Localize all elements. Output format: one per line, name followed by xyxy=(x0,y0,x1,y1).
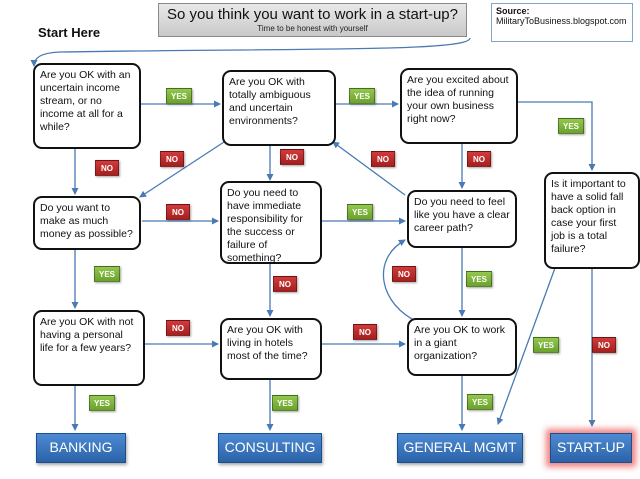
yes-tag: YES xyxy=(467,394,493,410)
yes-tag: YES xyxy=(466,271,492,287)
yes-tag: YES xyxy=(347,204,373,220)
outcome-general-mgmt: GENERAL MGMT xyxy=(397,433,523,463)
no-tag: NO xyxy=(392,266,416,282)
outcome-banking: BANKING xyxy=(36,433,126,463)
question-responsibility: Do you need to have immediate responsibi… xyxy=(220,181,322,264)
arrow-q6-q2 xyxy=(332,141,406,196)
outcome-consulting: CONSULTING xyxy=(218,433,322,463)
arrow-q3-q7 xyxy=(518,101,596,171)
start-here-label: Start Here xyxy=(38,25,101,40)
title-banner: So you think you want to work in a start… xyxy=(158,3,467,37)
no-tag: NO xyxy=(371,151,395,167)
no-tag: NO xyxy=(467,151,491,167)
yes-tag: YES xyxy=(272,395,298,411)
arrow-q10-q6 xyxy=(382,239,419,323)
page-subtitle: Time to be honest with yourself xyxy=(257,24,368,33)
question-money: Do you want to make as much money as pos… xyxy=(33,196,141,250)
no-tag: NO xyxy=(160,151,184,167)
yes-tag: YES xyxy=(558,118,584,134)
outcome-startup: START-UP xyxy=(550,433,632,463)
no-tag: NO xyxy=(273,276,297,292)
arrow-q2-q4 xyxy=(139,141,225,198)
question-fallback: Is it important to have a solid fall bac… xyxy=(544,172,640,269)
source-box: Source: MilitaryToBusiness.blogspot.com xyxy=(491,3,633,42)
question-income: Are you OK with an uncertain income stre… xyxy=(33,63,141,149)
yes-tag: YES xyxy=(349,88,375,104)
question-hotels: Are you OK with living in hotels most of… xyxy=(220,318,322,380)
source-link[interactable]: MilitaryToBusiness.blogspot.com xyxy=(496,16,627,26)
yes-tag: YES xyxy=(166,88,192,104)
question-ambiguity: Are you OK with totally ambiguous and un… xyxy=(222,70,336,146)
page-title: So you think you want to work in a start… xyxy=(167,6,458,23)
question-own-business: Are you excited about the idea of runnin… xyxy=(400,68,518,144)
no-tag: NO xyxy=(280,149,304,165)
no-tag: NO xyxy=(592,337,616,353)
question-career-path: Do you need to feel like you have a clea… xyxy=(407,190,517,248)
no-tag: NO xyxy=(166,320,190,336)
yes-tag: YES xyxy=(94,266,120,282)
yes-tag: YES xyxy=(533,337,559,353)
no-tag: NO xyxy=(166,204,190,220)
arrow-start xyxy=(30,37,471,67)
question-personal-life: Are you OK with not having a personal li… xyxy=(33,310,145,386)
arrow-q7-general xyxy=(496,267,556,425)
yes-tag: YES xyxy=(89,395,115,411)
question-giant-org: Are you OK to work in a giant organizati… xyxy=(407,318,517,376)
no-tag: NO xyxy=(353,324,377,340)
source-label: Source: xyxy=(496,6,530,16)
no-tag: NO xyxy=(95,160,119,176)
